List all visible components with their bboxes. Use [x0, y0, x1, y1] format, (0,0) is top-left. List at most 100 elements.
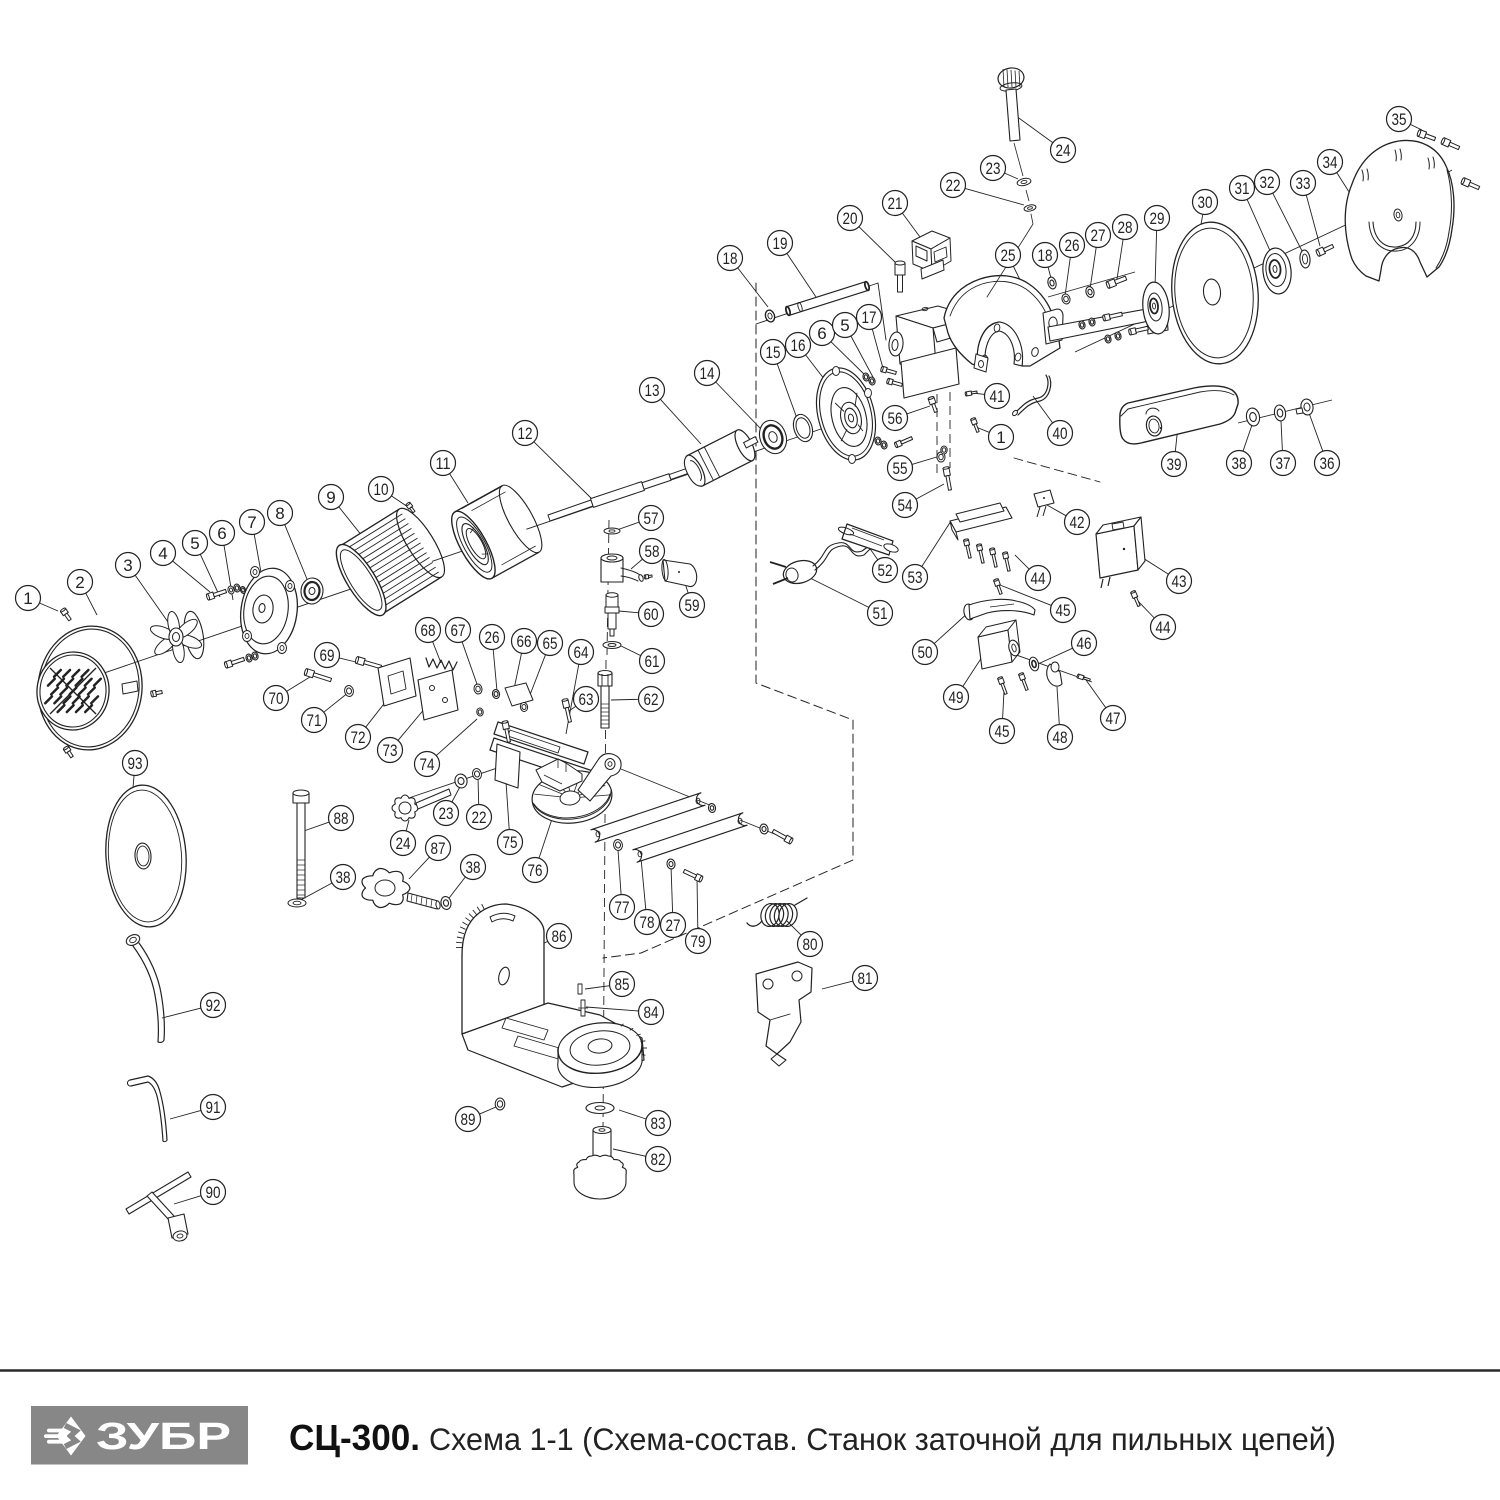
svg-text:8: 8 [275, 504, 284, 523]
svg-text:47: 47 [1106, 709, 1121, 728]
svg-text:79: 79 [691, 932, 706, 951]
svg-text:62: 62 [644, 690, 659, 709]
svg-text:16: 16 [791, 336, 806, 355]
svg-text:56: 56 [888, 409, 903, 428]
svg-text:60: 60 [644, 605, 659, 624]
svg-text:64: 64 [574, 643, 589, 662]
svg-text:89: 89 [461, 1110, 476, 1129]
svg-text:24: 24 [396, 834, 411, 853]
svg-text:36: 36 [1320, 454, 1335, 473]
svg-text:73: 73 [383, 741, 398, 760]
svg-text:66: 66 [517, 632, 532, 651]
svg-text:80: 80 [803, 935, 818, 954]
svg-text:26: 26 [1065, 236, 1080, 255]
svg-text:32: 32 [1260, 173, 1275, 192]
svg-text:59: 59 [685, 596, 700, 615]
svg-text:92: 92 [206, 996, 221, 1015]
svg-text:38: 38 [466, 858, 481, 877]
svg-text:18: 18 [1038, 246, 1053, 265]
svg-text:34: 34 [1323, 153, 1338, 172]
svg-text:53: 53 [908, 568, 923, 587]
svg-text:61: 61 [645, 652, 660, 671]
svg-text:39: 39 [1167, 455, 1182, 474]
svg-text:52: 52 [878, 561, 893, 580]
svg-text:51: 51 [873, 604, 888, 623]
svg-text:42: 42 [1070, 513, 1085, 532]
svg-text:44: 44 [1156, 618, 1171, 637]
svg-text:1: 1 [996, 428, 1005, 447]
svg-text:87: 87 [431, 839, 446, 858]
svg-text:5: 5 [190, 534, 199, 553]
svg-text:93: 93 [128, 754, 143, 773]
svg-text:31: 31 [1235, 179, 1250, 198]
svg-text:84: 84 [644, 1003, 659, 1022]
svg-text:СЦ-300.: СЦ-300. [289, 1417, 420, 1458]
svg-text:88: 88 [334, 809, 349, 828]
svg-text:41: 41 [990, 387, 1005, 406]
svg-text:46: 46 [1077, 634, 1092, 653]
svg-text:7: 7 [247, 513, 256, 532]
svg-text:6: 6 [817, 324, 826, 343]
svg-text:86: 86 [552, 927, 567, 946]
svg-text:75: 75 [503, 833, 518, 852]
svg-text:23: 23 [986, 159, 1001, 178]
svg-text:63: 63 [579, 690, 594, 709]
svg-text:26: 26 [485, 628, 500, 647]
svg-text:9: 9 [326, 488, 335, 507]
svg-text:78: 78 [640, 913, 655, 932]
svg-text:76: 76 [528, 861, 543, 880]
svg-text:24: 24 [1056, 141, 1071, 160]
svg-text:33: 33 [1296, 174, 1311, 193]
svg-text:13: 13 [645, 381, 660, 400]
svg-text:91: 91 [206, 1098, 221, 1117]
svg-text:65: 65 [543, 634, 558, 653]
svg-text:ЗУБР: ЗУБР [96, 1416, 231, 1458]
svg-text:45: 45 [1056, 601, 1071, 620]
svg-text:45: 45 [995, 722, 1010, 741]
svg-text:29: 29 [1150, 209, 1165, 228]
svg-text:10: 10 [374, 480, 389, 499]
svg-text:35: 35 [1392, 110, 1407, 129]
svg-text:57: 57 [644, 509, 659, 528]
svg-text:48: 48 [1053, 728, 1068, 747]
svg-text:40: 40 [1053, 424, 1068, 443]
svg-text:1: 1 [23, 589, 32, 608]
svg-text:6: 6 [217, 524, 226, 543]
svg-text:54: 54 [898, 496, 913, 515]
svg-text:74: 74 [420, 755, 435, 774]
svg-text:72: 72 [351, 728, 366, 747]
svg-text:71: 71 [307, 711, 322, 730]
svg-text:25: 25 [1001, 246, 1016, 265]
svg-text:15: 15 [766, 343, 781, 362]
svg-text:67: 67 [451, 621, 466, 640]
svg-text:81: 81 [858, 969, 873, 988]
svg-text:11: 11 [436, 454, 451, 473]
svg-text:21: 21 [888, 194, 903, 213]
svg-text:27: 27 [1091, 226, 1106, 245]
svg-text:55: 55 [893, 459, 908, 478]
svg-text:38: 38 [1232, 454, 1247, 473]
svg-text:3: 3 [123, 556, 132, 575]
svg-text:18: 18 [723, 249, 738, 268]
svg-text:17: 17 [862, 308, 877, 327]
svg-text:Схема 1-1 (Схема-состав. Стано: Схема 1-1 (Схема-состав. Станок заточной… [429, 1421, 1336, 1457]
svg-text:22: 22 [472, 808, 487, 827]
svg-text:70: 70 [269, 689, 284, 708]
svg-text:83: 83 [651, 1114, 666, 1133]
svg-text:4: 4 [158, 544, 167, 563]
svg-text:14: 14 [700, 364, 715, 383]
svg-text:12: 12 [518, 424, 533, 443]
svg-text:37: 37 [1276, 454, 1291, 473]
svg-text:85: 85 [615, 975, 630, 994]
svg-text:23: 23 [439, 804, 454, 823]
svg-text:5: 5 [840, 316, 849, 335]
svg-text:82: 82 [651, 1150, 666, 1169]
svg-text:68: 68 [421, 621, 436, 640]
svg-text:58: 58 [645, 542, 660, 561]
svg-text:69: 69 [320, 646, 335, 665]
svg-text:38: 38 [336, 868, 351, 887]
svg-text:43: 43 [1172, 572, 1187, 591]
svg-text:77: 77 [615, 898, 630, 917]
svg-text:19: 19 [773, 234, 788, 253]
svg-text:44: 44 [1031, 569, 1046, 588]
